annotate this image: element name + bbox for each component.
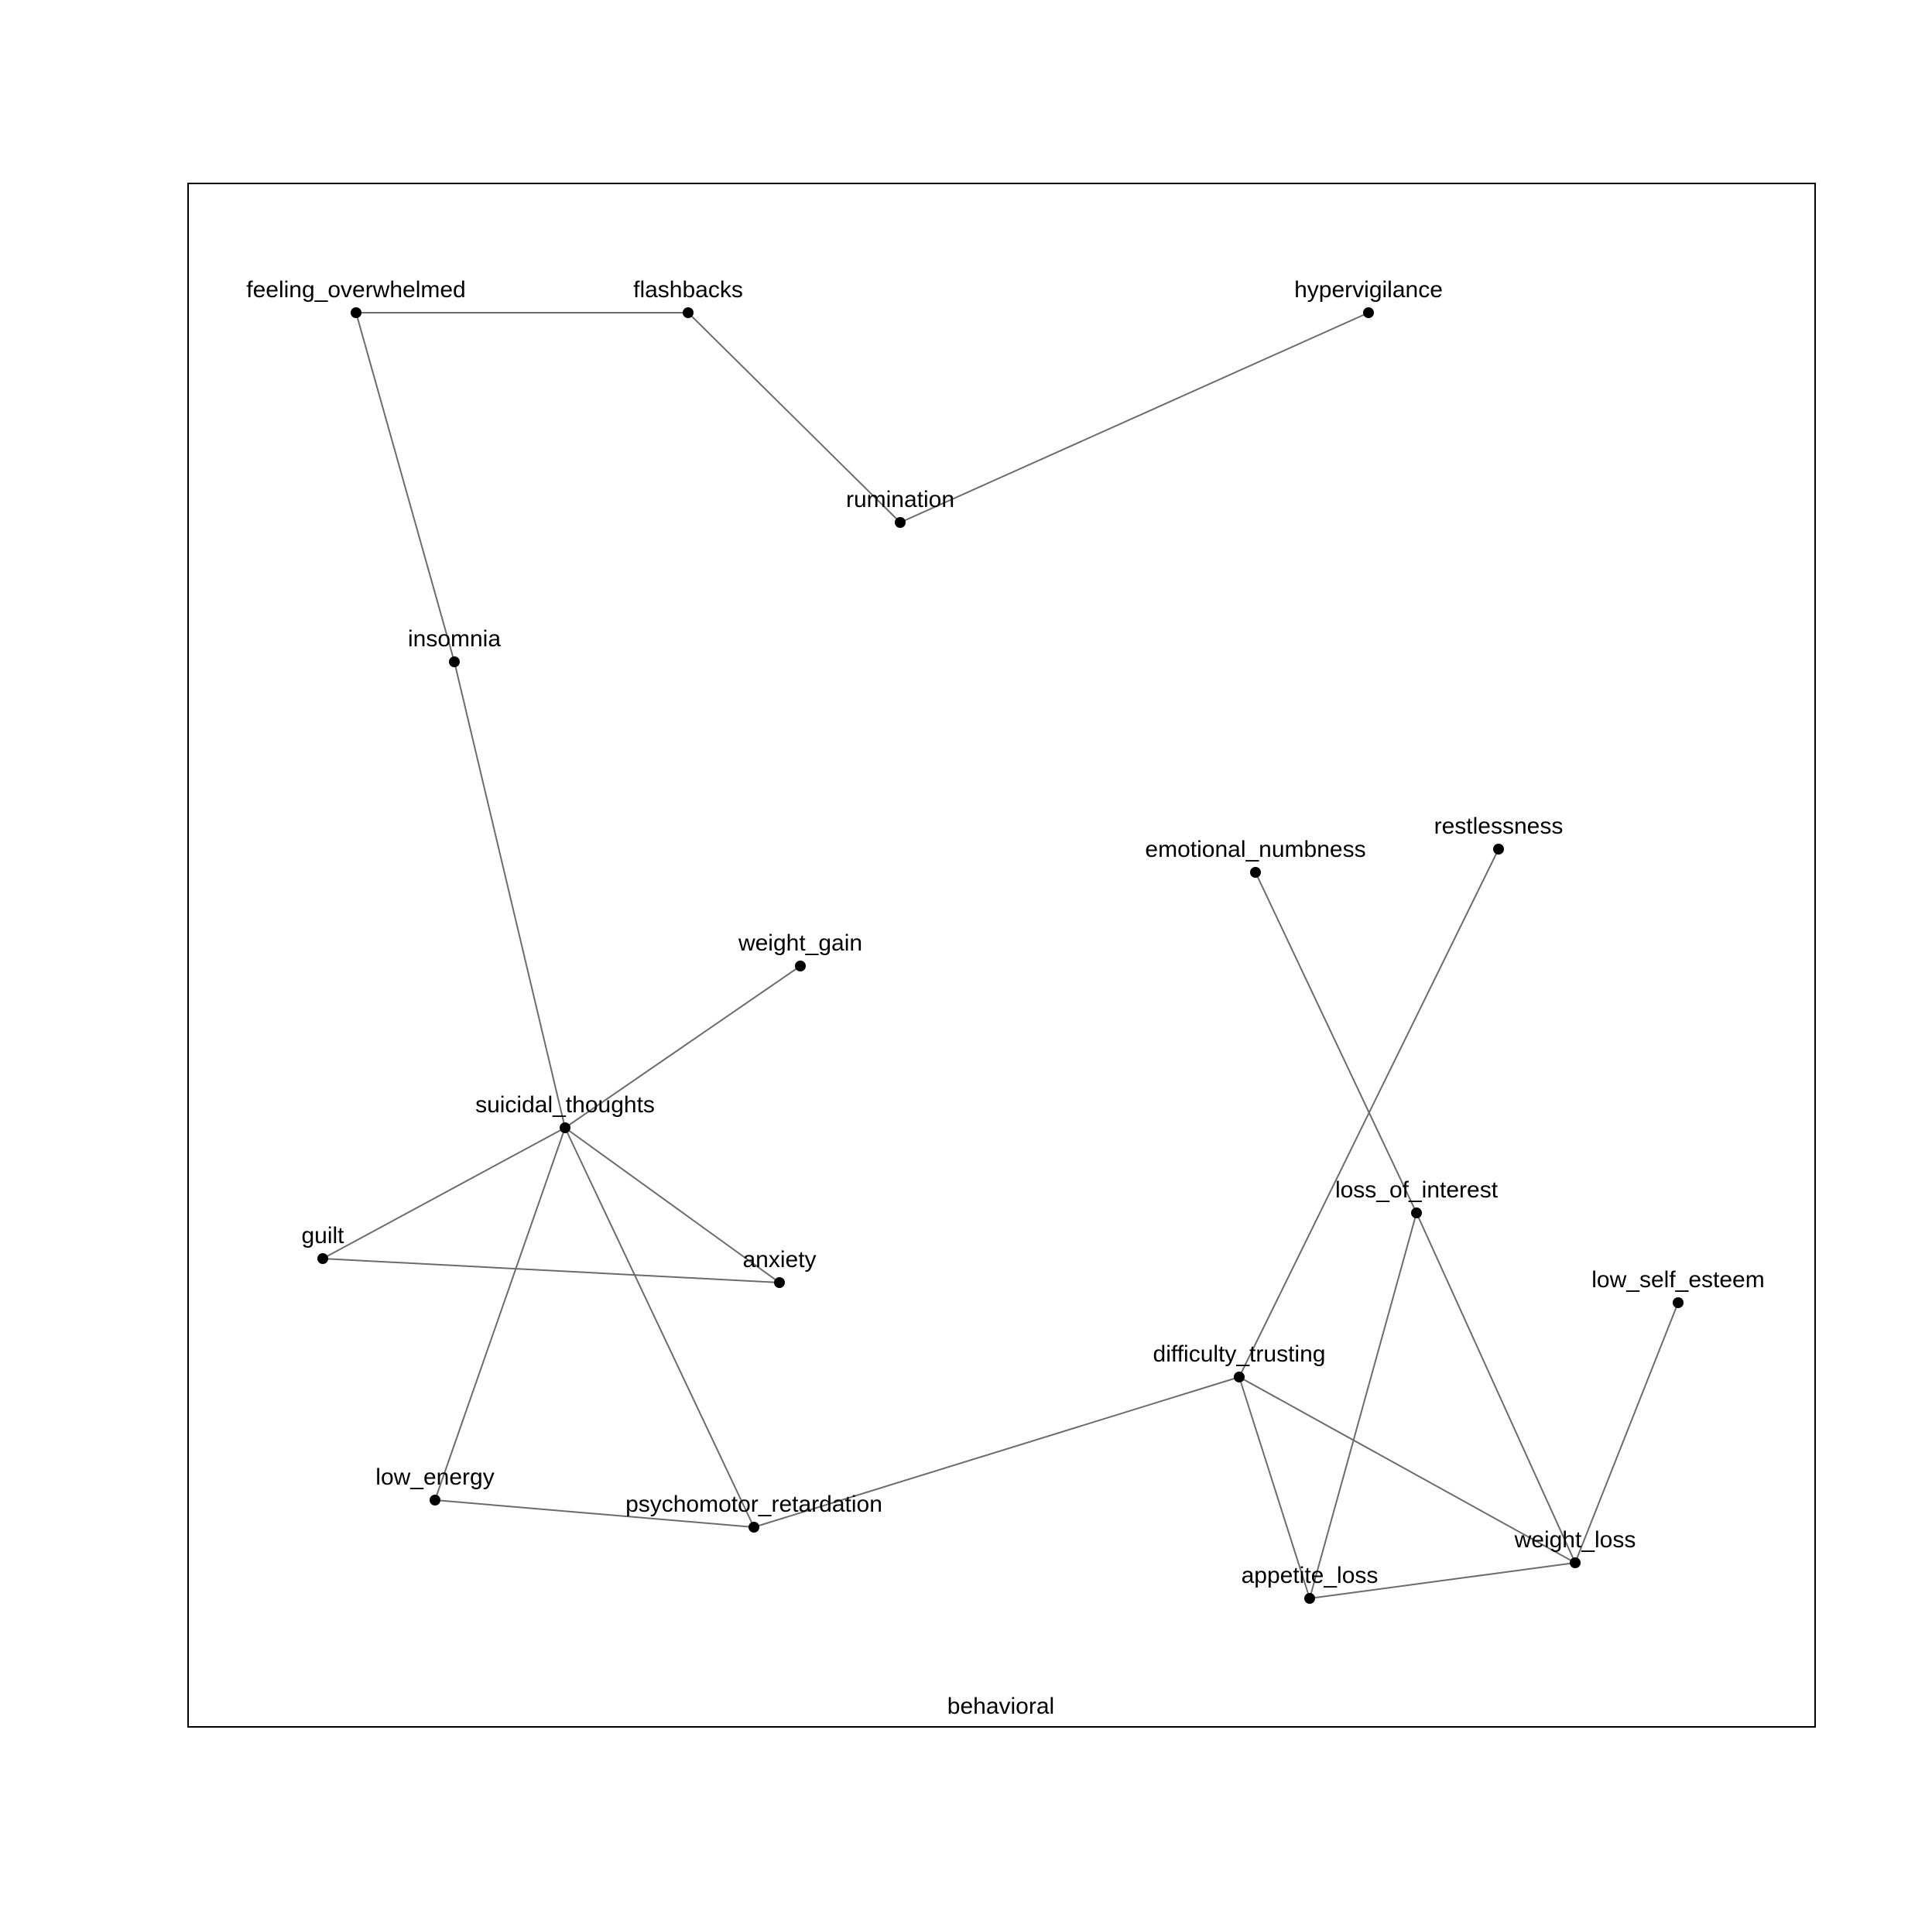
node-label-insomnia: insomnia [408,626,501,652]
node-suicidal_thoughts [560,1122,570,1133]
node-restlessness [1493,844,1504,855]
panel-label: behavioral [947,1694,1054,1719]
node-low_energy [430,1495,440,1506]
node-emotional_numbness [1250,867,1261,878]
node-label-low_energy: low_energy [375,1464,494,1490]
node-weight_loss [1570,1557,1581,1568]
edge-emotional_numbness-loss_of_interest [1255,872,1417,1214]
edge-flashbacks-rumination [687,312,901,523]
node-label-weight_loss: weight_loss [1514,1527,1636,1553]
node-label-feeling_overwhelmed: feeling_overwhelmed [246,277,466,303]
edge-low_energy-psychomotor_retardation [434,1499,755,1528]
node-guilt [317,1253,328,1264]
node-label-flashbacks: flashbacks [633,277,743,303]
edge-suicidal_thoughts-weight_gain [564,965,801,1129]
node-label-suicidal_thoughts: suicidal_thoughts [475,1092,655,1118]
node-hypervigilance [1363,307,1374,318]
node-loss_of_interest [1411,1208,1422,1218]
edge-suicidal_thoughts-psychomotor_retardation [564,1127,755,1528]
node-feeling_overwhelmed [351,307,361,318]
edge-insomnia-suicidal_thoughts [454,661,566,1129]
node-label-psychomotor_retardation: psychomotor_retardation [625,1492,882,1517]
node-low_self_esteem [1673,1297,1684,1308]
edge-low_self_esteem-weight_loss [1574,1302,1679,1564]
node-insomnia [449,656,460,667]
edge-suicidal_thoughts-anxiety [564,1127,780,1283]
node-label-emotional_numbness: emotional_numbness [1145,837,1365,862]
node-psychomotor_retardation [748,1522,759,1533]
node-weight_gain [795,961,806,971]
node-label-rumination: rumination [846,487,954,512]
edge-difficulty_trusting-appetite_loss [1238,1376,1310,1599]
edge-difficulty_trusting-weight_loss [1238,1376,1576,1564]
node-layer [317,307,1684,1604]
edge-guilt-anxiety [322,1258,780,1283]
node-label-loss_of_interest: loss_of_interest [1335,1177,1499,1203]
edge-layer [322,312,1679,1599]
node-label-difficulty_trusting: difficulty_trusting [1153,1341,1326,1367]
node-rumination [895,517,906,528]
plot-frame [187,183,1816,1728]
node-label-guilt: guilt [301,1223,344,1249]
node-label-weight_gain: weight_gain [738,930,862,956]
edge-suicidal_thoughts-low_energy [434,1127,566,1501]
node-appetite_loss [1304,1593,1315,1604]
edge-rumination-hypervigilance [899,312,1369,523]
label-layer: feeling_overwhelmed flashbacks hypervigila… [246,277,1764,1588]
node-label-hypervigilance: hypervigilance [1294,277,1443,303]
edge-restlessness-difficulty_trusting [1238,848,1499,1378]
node-label-low_self_esteem: low_self_esteem [1591,1267,1764,1293]
node-label-restlessness: restlessness [1434,814,1564,839]
node-anxiety [774,1277,785,1288]
node-flashbacks [683,307,694,318]
edge-suicidal_thoughts-guilt [322,1127,566,1259]
edge-appetite_loss-weight_loss [1309,1562,1576,1599]
node-difficulty_trusting [1234,1372,1245,1382]
edge-loss_of_interest-appetite_loss [1309,1212,1417,1599]
node-label-appetite_loss: appetite_loss [1242,1563,1379,1588]
edge-feeling_overwhelmed-insomnia [355,312,455,663]
node-label-anxiety: anxiety [742,1247,816,1273]
edge-loss_of_interest-weight_loss [1416,1212,1576,1564]
edge-psychomotor_retardation-difficulty_trusting [753,1376,1240,1528]
